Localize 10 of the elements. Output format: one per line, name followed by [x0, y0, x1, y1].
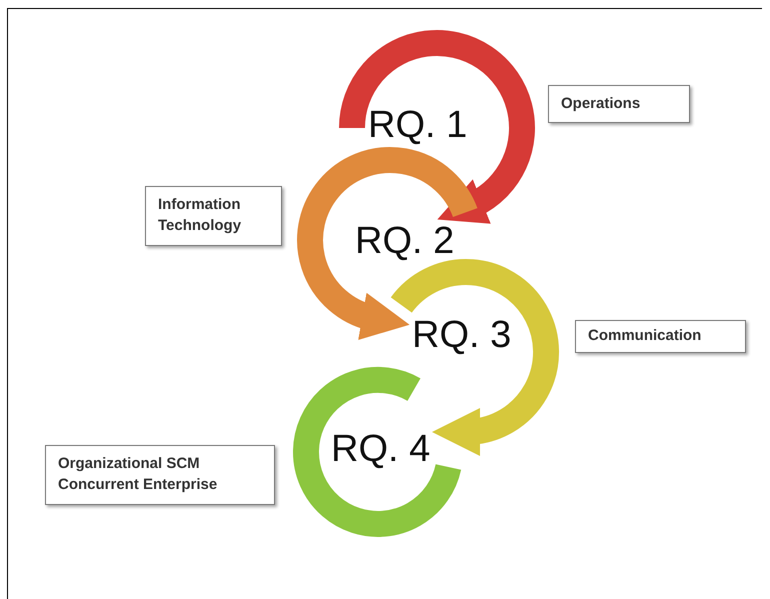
step-label: RQ. 3	[412, 316, 512, 354]
curved-arrow	[297, 147, 478, 340]
step-label: RQ. 4	[331, 430, 430, 468]
step-label: RQ. 2	[355, 222, 454, 260]
label-box: Operations	[548, 85, 690, 123]
label-box: Information Technology	[145, 186, 282, 246]
label-box: Communication	[575, 320, 746, 353]
curved-arrow	[391, 259, 559, 456]
step-label: RQ. 1	[368, 106, 468, 144]
label-box: Organizational SCM Concurrent Enterprise	[45, 445, 275, 505]
